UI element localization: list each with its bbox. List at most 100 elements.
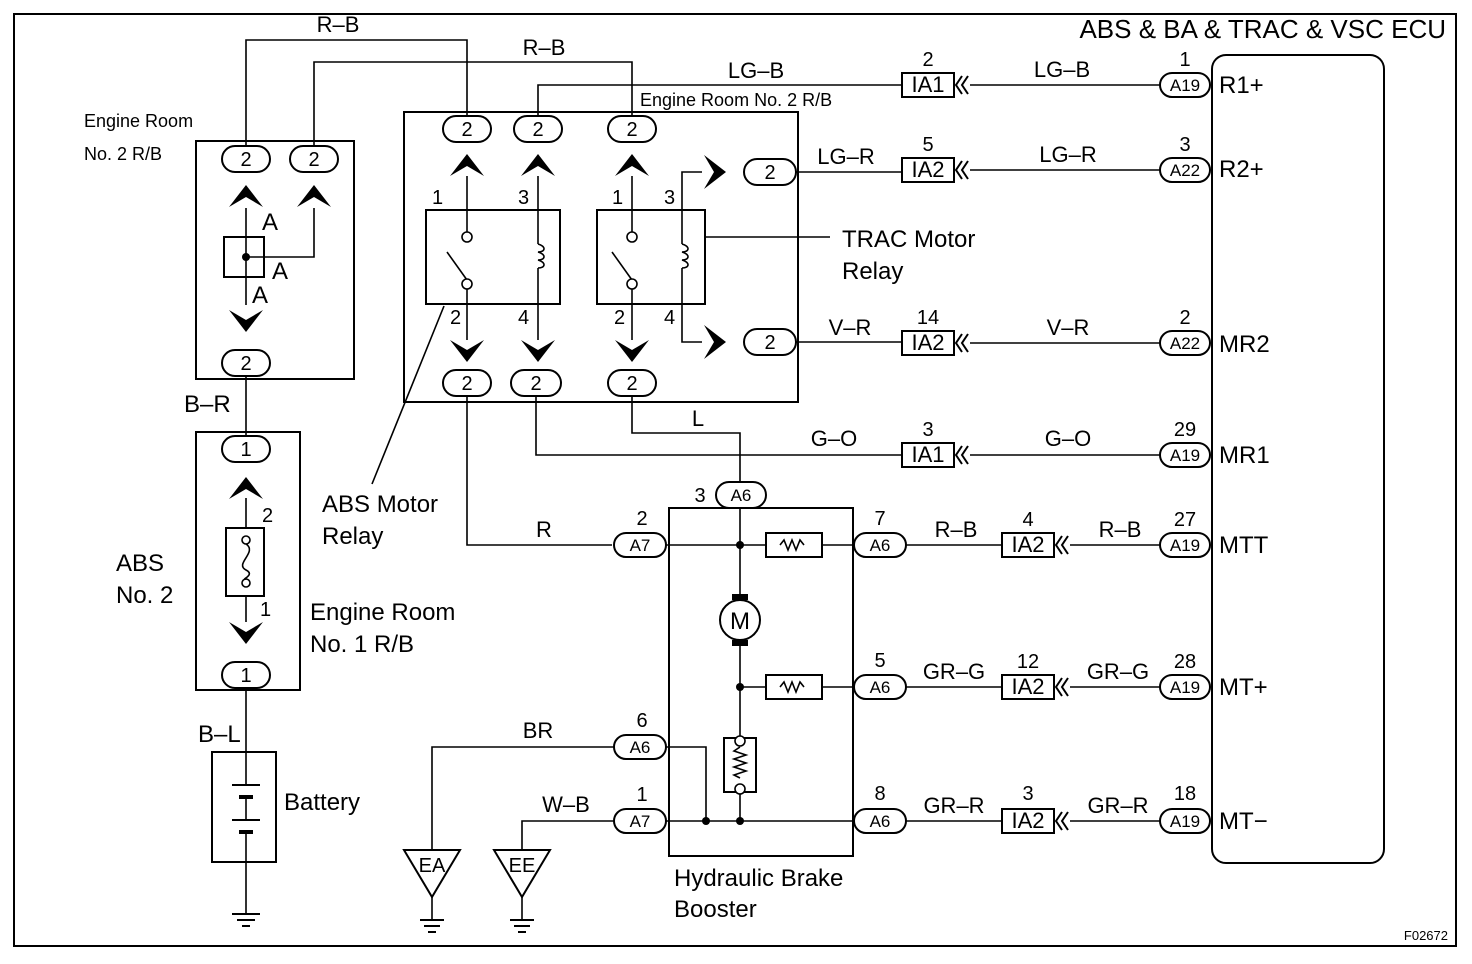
a6-connector-top: A6 3 [694, 481, 767, 509]
relay-box-terminal-right-1: 2 [743, 158, 797, 186]
a19-connector-mt-plus: A19 28 [1159, 651, 1211, 700]
pin-ia2-mtt: 4 [1022, 509, 1033, 531]
ecu-terminal-r2-plus: R2+ [1219, 156, 1264, 183]
abs-no2-fuse [225, 527, 265, 597]
trac-relay-label-1: TRAC Motor [842, 226, 975, 253]
a19-connector-r1: A19 1 [1159, 49, 1211, 98]
ecu-box [1211, 54, 1385, 864]
a7-connector-wb: A7 1 [613, 784, 667, 834]
ia2-connector-r2: IA2 5 [901, 134, 969, 183]
junction-label-a1: A [262, 209, 278, 236]
trac-relay-coil [681, 243, 689, 269]
pin-ia2-mt-plus: 12 [1017, 651, 1039, 673]
booster-label-1: Hydraulic Brake [674, 865, 843, 892]
ecu-terminal-mt-plus: MT+ [1219, 674, 1268, 701]
relay-arrow-down-3 [615, 340, 649, 362]
a6-connector-mtt: A6 7 [853, 508, 907, 558]
trac-relay-label-2: Relay [842, 258, 903, 285]
svg-text:A6: A6 [731, 486, 752, 505]
a19-connector-mt-minus: A19 18 [1159, 783, 1211, 834]
a6-connector-mt-plus: A6 5 [853, 650, 907, 700]
pin-a6-br: 6 [636, 710, 647, 732]
ecu-title: ABS & BA & TRAC & VSC ECU [1079, 14, 1446, 44]
abs-relay-label-2: Relay [322, 523, 383, 550]
abs-relay-pin-3: 3 [518, 187, 529, 209]
wire-label-grr-booster: GR–R [923, 793, 984, 818]
wires-ecu-side [970, 84, 1160, 822]
svg-text:IA2: IA2 [1011, 532, 1044, 557]
ia2-connector-mt-minus: IA2 3 [1001, 783, 1069, 834]
er2-left-terminal-b: 2 [289, 145, 339, 173]
er2-top-label: Engine Room No. 2 R/B [640, 90, 832, 110]
relay-box-terminal-bottom-2: 2 [510, 369, 562, 397]
svg-text:2: 2 [626, 119, 637, 141]
er1-terminal-bottom: 1 [221, 661, 271, 689]
battery [211, 751, 277, 863]
ground-ea: EA [402, 849, 462, 933]
a19-connector-mr1: A19 29 [1159, 419, 1211, 468]
svg-text:2: 2 [240, 149, 251, 171]
relay-arrow-up-1 [450, 154, 484, 176]
relay-arrow-up-2 [521, 154, 555, 176]
trac-relay-pin-2: 2 [614, 307, 625, 329]
svg-text:2: 2 [461, 119, 472, 141]
ia1-connector-r1: IA1 2 [901, 49, 969, 98]
engine-room-1-rb-box [195, 431, 301, 691]
pin-ia2-r2: 5 [922, 134, 933, 156]
wire-label-grg-booster: GR–G [923, 659, 985, 684]
diagram-frame [13, 13, 1457, 947]
figure-id: F02672 [1404, 928, 1448, 943]
pin-ia2-mr2: 14 [917, 307, 939, 329]
ia2-connector-mr2: IA2 14 [901, 307, 969, 356]
wire-label-grg-ecu: GR–G [1087, 659, 1149, 684]
svg-text:A7: A7 [630, 536, 651, 555]
a7-connector-r: A7 2 [613, 508, 667, 558]
engine-room-2-rb-left-box [195, 140, 355, 380]
svg-text:1: 1 [240, 665, 251, 687]
wire-label-br: BR [523, 718, 554, 743]
pin-ia2-mt-minus: 3 [1022, 783, 1033, 805]
svg-text:A6: A6 [630, 738, 651, 757]
svg-text:EA: EA [419, 855, 446, 877]
abs-relay-coil [537, 243, 545, 269]
wire-label-lgb-ecu: LG–B [1034, 57, 1090, 82]
relay-arrow-right-2 [704, 325, 726, 359]
svg-text:2: 2 [532, 119, 543, 141]
svg-text:2: 2 [240, 353, 251, 375]
wire-label-grr-ecu: GR–R [1087, 793, 1148, 818]
pump-motor-symbol: M [730, 608, 750, 635]
trac-relay-pin-3: 3 [664, 187, 675, 209]
svg-text:1: 1 [240, 439, 251, 461]
svg-text:IA1: IA1 [911, 72, 944, 97]
svg-text:2: 2 [764, 162, 775, 184]
hydraulic-brake-booster [668, 507, 854, 857]
ia2-connector-mt-plus: IA2 12 [1001, 651, 1069, 700]
fuse-pin-1: 1 [260, 599, 271, 621]
relay-box-terminal-right-2: 2 [743, 328, 797, 356]
svg-text:2: 2 [764, 332, 775, 354]
junction-label-a3: A [252, 282, 268, 309]
svg-text:A19: A19 [1170, 812, 1200, 831]
er1-arrow-down [229, 622, 263, 644]
svg-text:IA2: IA2 [1011, 674, 1044, 699]
relay-arrow-right-1 [704, 155, 726, 189]
er2-left-arrow-up-1 [229, 185, 263, 207]
a22-connector-mr2: A22 2 [1159, 307, 1211, 356]
booster-label-2: Booster [674, 896, 757, 923]
ia1-connector-mr1: IA1 3 [901, 419, 969, 468]
pin-a19-mtt: 27 [1174, 509, 1196, 531]
svg-text:A6: A6 [870, 678, 891, 697]
svg-text:IA1: IA1 [911, 442, 944, 467]
relay-arrow-up-3 [615, 154, 649, 176]
wire-label-rb-second: R–B [523, 35, 566, 60]
relay-box-terminal-top-1: 2 [442, 115, 492, 143]
svg-text:EE: EE [509, 855, 536, 877]
svg-text:A6: A6 [870, 812, 891, 831]
a6-connector-br: A6 6 [613, 710, 667, 760]
er1-label-2: No. 1 R/B [310, 631, 414, 658]
svg-text:A19: A19 [1170, 678, 1200, 697]
er2-left-label-1: Engine Room [84, 111, 193, 131]
relay-arrow-down-1 [450, 340, 484, 362]
wire-label-rb-booster: R–B [935, 517, 978, 542]
